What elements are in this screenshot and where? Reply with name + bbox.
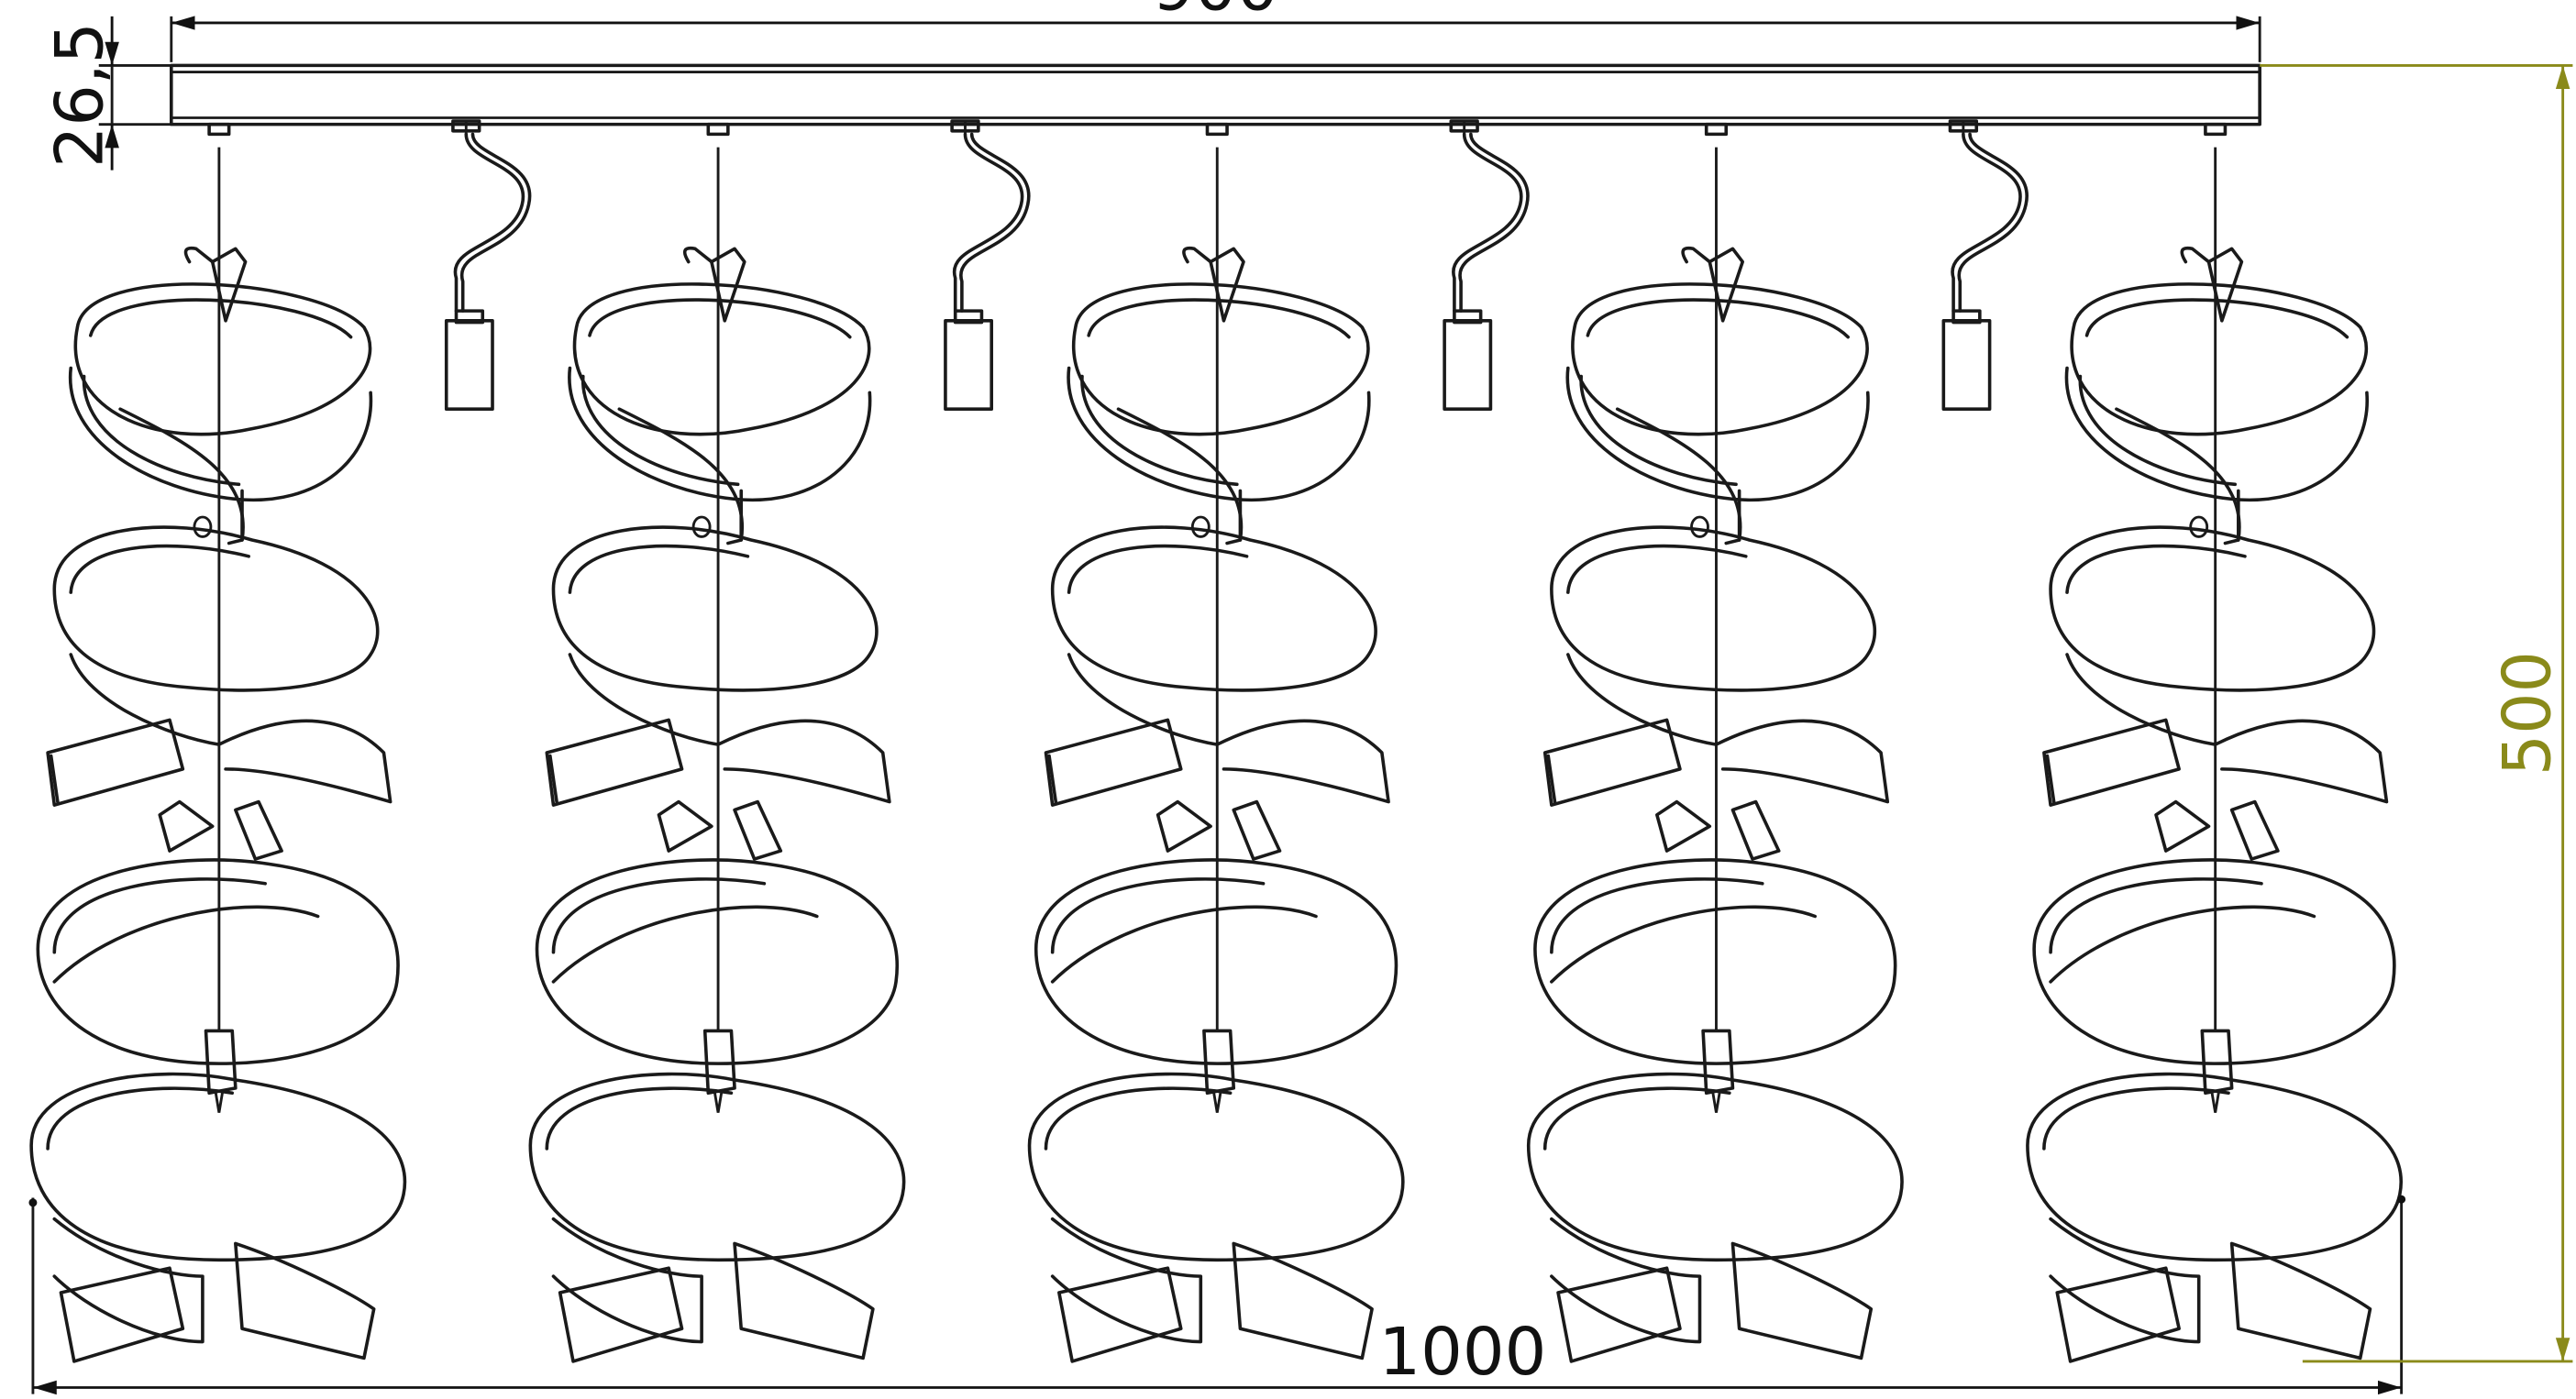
dimension-canopy-length-label: 900 bbox=[1153, 0, 1278, 26]
cord-socket-1 bbox=[444, 119, 532, 411]
dimension-canopy-length: 900 bbox=[170, 0, 2261, 62]
canopy-mounts bbox=[207, 122, 2228, 137]
spiral-pendant-5 bbox=[2026, 145, 2404, 1363]
cord-socket-2 bbox=[944, 119, 1031, 411]
dimension-overall-height-label: 500 bbox=[2489, 651, 2565, 776]
spiral-pendant-3 bbox=[1027, 145, 1405, 1363]
dimension-canopy-height: 26,5 bbox=[41, 16, 171, 171]
dimension-overall-height: 500 bbox=[2260, 63, 2573, 1363]
spiral-pendant-1 bbox=[29, 145, 407, 1363]
dimension-canopy-height-label: 26,5 bbox=[41, 22, 117, 168]
canopy-bar bbox=[169, 63, 2261, 127]
spiral-pendant-2 bbox=[528, 145, 906, 1363]
cord-socket-3 bbox=[1443, 119, 1530, 411]
dimension-overall-width: 1000 bbox=[28, 1195, 2406, 1395]
spiral-pendant-4 bbox=[1526, 145, 1904, 1363]
dimension-overall-width-label: 1000 bbox=[1378, 1314, 1546, 1390]
cord-socket-4 bbox=[1941, 119, 2029, 411]
